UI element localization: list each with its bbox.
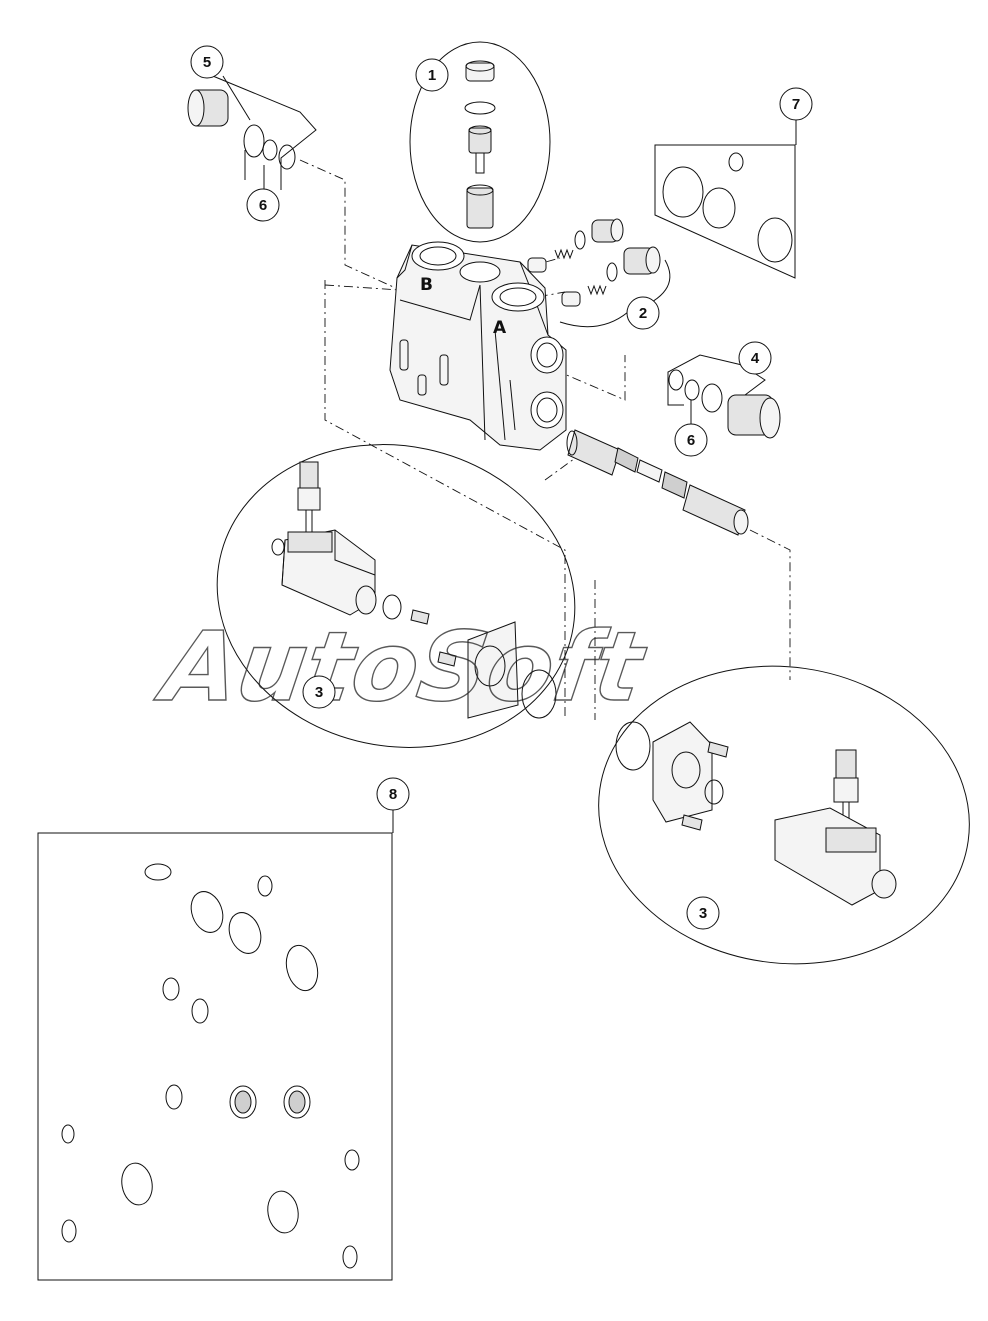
- group-3-left-ellipse: [216, 444, 576, 748]
- port-b-label: B: [420, 275, 433, 295]
- svg-text:1: 1: [428, 67, 436, 84]
- group-1-ellipse: [409, 41, 551, 243]
- svg-text:8: 8: [389, 786, 397, 803]
- left-solenoid-parts: [271, 461, 557, 719]
- svg-text:6: 6: [687, 432, 695, 449]
- group-7-box: [654, 144, 796, 279]
- group-3-right-ellipse: [598, 665, 970, 965]
- svg-text:7: 7: [792, 96, 800, 113]
- callout-2: 2: [626, 296, 660, 330]
- svg-text:2: 2: [639, 305, 647, 322]
- group-1-cartridge-parts: [464, 60, 496, 229]
- callout-5: 5: [190, 45, 224, 79]
- callout-8: 8: [376, 777, 410, 811]
- callout-6-top: 6: [246, 188, 280, 222]
- callout-1: 1: [415, 58, 449, 92]
- callout-6-right: 6: [674, 423, 708, 457]
- group-8-box: [37, 832, 393, 1281]
- callout-3-left: 3: [302, 675, 336, 709]
- spool-assembly: [566, 429, 749, 536]
- group-7-seals: [662, 152, 793, 263]
- group-5-plug-parts: [187, 89, 296, 170]
- svg-text:5: 5: [203, 54, 211, 71]
- svg-text:4: 4: [751, 350, 760, 367]
- group-4-plug-parts: [668, 369, 781, 439]
- watermark-text: AutoSoft: [149, 610, 653, 722]
- port-a-label: A: [493, 318, 507, 338]
- group-2-relief-parts: [527, 218, 661, 307]
- valve-body: [389, 241, 567, 451]
- svg-text:6: 6: [259, 197, 267, 214]
- right-solenoid-parts: [615, 721, 897, 906]
- callout-7: 7: [779, 87, 813, 121]
- svg-text:3: 3: [315, 684, 323, 701]
- callout-4: 4: [738, 341, 772, 375]
- svg-text:3: 3: [699, 905, 707, 922]
- callout-3-right: 3: [686, 896, 720, 930]
- seal-kit-parts: [61, 863, 360, 1269]
